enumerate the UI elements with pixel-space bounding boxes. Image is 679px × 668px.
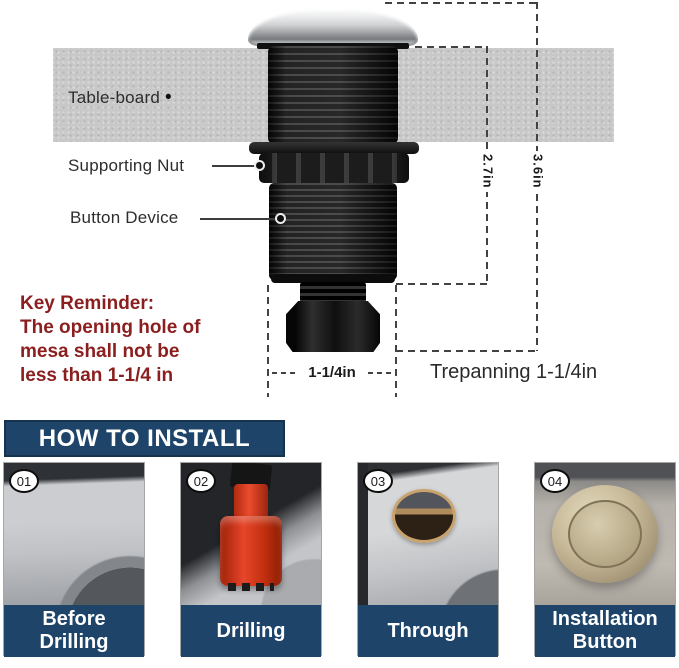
bullet-dot: • xyxy=(164,87,172,108)
hole-saw-bit xyxy=(220,516,282,586)
step-photo-through: 03 xyxy=(358,463,498,605)
thread-end-ring xyxy=(271,274,395,283)
step-caption: Drilling xyxy=(181,605,321,657)
threaded-tube-upper xyxy=(268,46,398,144)
trepanning-label: Trepanning 1-1/4in xyxy=(430,361,598,383)
step-number-badge: 02 xyxy=(186,469,216,493)
drill-bit-neck xyxy=(234,484,268,520)
key-reminder: Key Reminder: The opening hole of mesa s… xyxy=(20,292,235,388)
hole-saw-teeth xyxy=(228,583,274,591)
nut-flange xyxy=(249,142,419,154)
step-photo-before-drilling: 01 xyxy=(4,463,144,605)
step-photo-drilling: 02 xyxy=(181,463,321,605)
key-reminder-line-1: Key Reminder: xyxy=(20,293,155,314)
step-number-badge: 01 xyxy=(9,469,39,493)
supporting-nut-leader-line xyxy=(212,165,256,167)
key-reminder-line-4: less than 1-1/4 in xyxy=(20,365,174,386)
threaded-tube-lower xyxy=(269,183,397,280)
installed-button xyxy=(552,485,658,583)
step-number-badge: 03 xyxy=(363,469,393,493)
button-device-leader-line xyxy=(200,218,278,220)
table-board-label-text: Table-board xyxy=(68,88,160,107)
drilled-hole xyxy=(392,489,456,543)
step-photo-installation-button: 04 xyxy=(535,463,675,605)
step-panel-before-drilling: 01 Before Drilling xyxy=(3,462,145,657)
dim-label-insert-depth: 2.7in xyxy=(479,151,497,192)
dim-line-diameter-right xyxy=(395,285,397,397)
step-panel-drilling: 02 Drilling xyxy=(180,462,322,657)
key-reminder-line-2: The opening hole of xyxy=(20,317,201,338)
installed-button-dome xyxy=(582,512,629,555)
installed-button-ring xyxy=(567,499,643,569)
dim-label-thread-diameter: 1-1/4in xyxy=(308,364,356,381)
step-caption: Before Drilling xyxy=(4,605,144,657)
dim-line-cap-top xyxy=(385,2,537,4)
button-device-label: Button Device xyxy=(70,208,179,227)
dim-label-total-height: 3.6in xyxy=(529,151,547,192)
button-cap xyxy=(248,8,418,46)
step-caption: Through xyxy=(358,605,498,657)
how-to-install-banner: HOW TO INSTALL xyxy=(4,420,285,457)
diameter-tick-right xyxy=(368,372,392,374)
diameter-tick-left xyxy=(272,372,296,374)
dim-line-thread-end xyxy=(396,283,487,285)
step-caption: Installation Button xyxy=(535,605,675,657)
supporting-nut-label: Supporting Nut xyxy=(68,156,185,175)
step-panel-installation-button: 04 Installation Button xyxy=(534,462,676,657)
supporting-nut-marker-dot xyxy=(254,160,265,171)
supporting-nut-part xyxy=(259,153,409,183)
dim-line-device-bottom xyxy=(396,350,537,352)
table-board-label: Table-board• xyxy=(68,87,172,109)
hex-nut xyxy=(286,301,380,352)
key-reminder-line-3: mesa shall not be xyxy=(20,341,180,362)
step-number-badge: 04 xyxy=(540,469,570,493)
button-device-marker-dot xyxy=(275,213,286,224)
device-neck xyxy=(300,282,366,303)
dim-line-table-top xyxy=(415,46,487,48)
step-panel-through: 03 Through xyxy=(357,462,499,657)
dim-line-diameter-left xyxy=(267,285,269,397)
